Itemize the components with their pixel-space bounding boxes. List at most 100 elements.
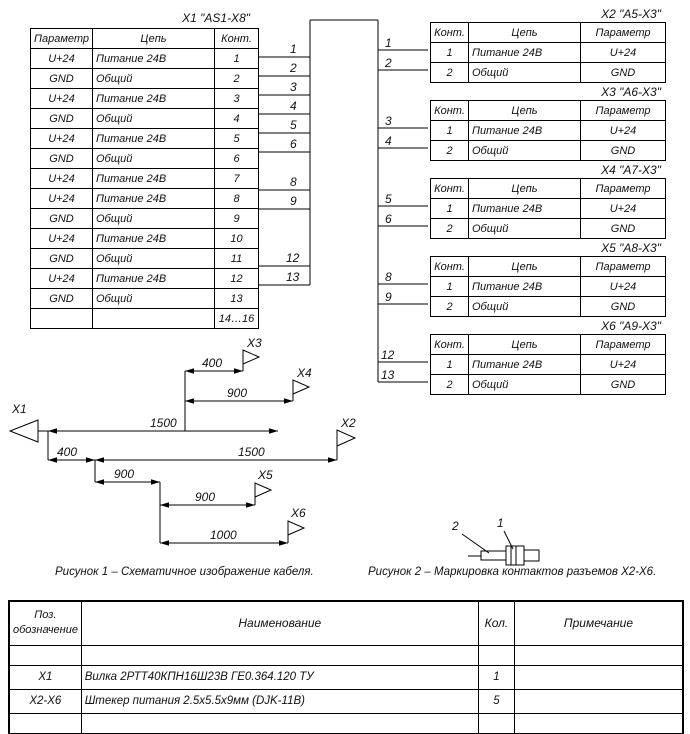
spacer-row (8, 712, 684, 734)
connector-label-x1: X1 (12, 402, 27, 416)
cell-qty: 5 (477, 688, 515, 714)
connector-label-x4: X4 (297, 366, 312, 380)
table-row: X2-X6 Штекер питания 2.5х5.5х9мм (DJK-11… (8, 688, 684, 714)
cell-pin: 3 (214, 88, 259, 109)
cell-pin: 2 (430, 374, 469, 395)
spacer-row (8, 644, 684, 666)
cell-param: GND (580, 140, 666, 161)
x2-table-title: X2 "A5-X3" (601, 7, 661, 21)
cell-param: GND (580, 374, 666, 395)
column-header: Конт. (430, 178, 469, 199)
cell-param: GND (30, 288, 93, 309)
cell-pin: 1 (430, 42, 469, 63)
x4-table-title: X4 "A7-X3" (601, 163, 661, 177)
wire-number: 9 (290, 194, 297, 208)
cell-circuit: Питание 24В (468, 354, 581, 375)
cell-pin: 11 (214, 248, 259, 269)
header-line-2: обозначение (13, 624, 78, 637)
column-header: Конт. (214, 28, 259, 49)
cell-pin: 10 (214, 228, 259, 249)
header-row: Конт. Цепь Параметр (430, 22, 666, 43)
column-header: Цепь (468, 100, 581, 121)
dimension-label: 900 (114, 467, 135, 481)
dimension-label: 900 (195, 490, 216, 504)
column-header: Параметр (580, 22, 666, 43)
wire-number: 1 (290, 42, 297, 56)
cell-circuit: Питание 24В (92, 188, 215, 209)
connector-label-x6: X6 (291, 506, 306, 520)
wire-number: 8 (290, 175, 297, 189)
column-header: Наименование (80, 600, 479, 646)
cell-pin: 7 (214, 168, 259, 189)
cell-circuit: Питание 24В (92, 228, 215, 249)
wire-number: 5 (385, 192, 392, 206)
dimension-arrowheads (48, 368, 337, 546)
column-header: Параметр (580, 256, 666, 277)
cell-param: U+24 (30, 268, 93, 289)
column-header: Параметр (580, 100, 666, 121)
cell-note (513, 688, 684, 714)
x5-table-title: X5 "A8-X3" (601, 241, 661, 255)
column-header: Цепь (468, 334, 581, 355)
cell-param: U+24 (30, 168, 93, 189)
wire-number: 9 (385, 290, 392, 304)
table-row: X1 Вилка 2РТТ40КПН16Ш23В ГЕ0.364.120 ТУ … (8, 664, 684, 690)
wire-number: 2 (385, 56, 392, 70)
cell-pin: 12 (214, 268, 259, 289)
cell-param: GND (30, 208, 93, 229)
cell-param: GND (30, 248, 93, 269)
cell-param (30, 308, 93, 329)
x2-connector-flag (336, 429, 357, 460)
cell-circuit: Общий (92, 248, 215, 269)
wire-number: 8 (385, 270, 392, 284)
plug-pin-label-2: 2 (452, 519, 459, 533)
column-header: Параметр (30, 28, 93, 49)
wire-number: 13 (381, 368, 395, 382)
connector-label-x5: X5 (258, 468, 273, 482)
cell-pin: 1 (430, 120, 469, 141)
cell-param: U+24 (30, 88, 93, 109)
cell-note (513, 664, 684, 690)
figure1-caption: Рисунок 1 – Схематичное изображение кабе… (55, 566, 314, 578)
x1-table-header-row: Параметр Цепь Конт. (30, 28, 259, 49)
x1-table-title: X1 "AS1-X8" (182, 11, 250, 25)
cell-circuit: Питание 24В (468, 198, 581, 219)
cell-circuit: Общий (468, 140, 581, 161)
cell-circuit: Общий (92, 68, 215, 89)
x3-table-title: X3 "A6-X3" (601, 85, 661, 99)
x4-connector-flag (292, 379, 311, 401)
wire-number: 4 (385, 134, 392, 148)
x6-table-title: X6 "A9-X3" (601, 319, 661, 333)
figure2-caption: Рисунок 2 – Маркировка контактов разъемо… (368, 566, 657, 578)
column-header: Цепь (468, 22, 581, 43)
dimension-label: 900 (227, 386, 248, 400)
cell-pin: 2 (430, 140, 469, 161)
cell-pin: 6 (214, 148, 259, 169)
cell-param: U+24 (580, 276, 666, 297)
column-header: Конт. (430, 22, 469, 43)
column-header: Примечание (513, 600, 684, 646)
cell-pin: 8 (214, 188, 259, 209)
cell-pos: X2-X6 (8, 688, 82, 714)
wire-number: 5 (290, 118, 297, 132)
cell-circuit: Общий (468, 296, 581, 317)
dimension-label: 400 (57, 445, 78, 459)
wire-number: 2 (290, 61, 297, 75)
cell-param: U+24 (580, 42, 666, 63)
cell-pin: 13 (214, 288, 259, 309)
x1-connector-flag (8, 419, 39, 443)
